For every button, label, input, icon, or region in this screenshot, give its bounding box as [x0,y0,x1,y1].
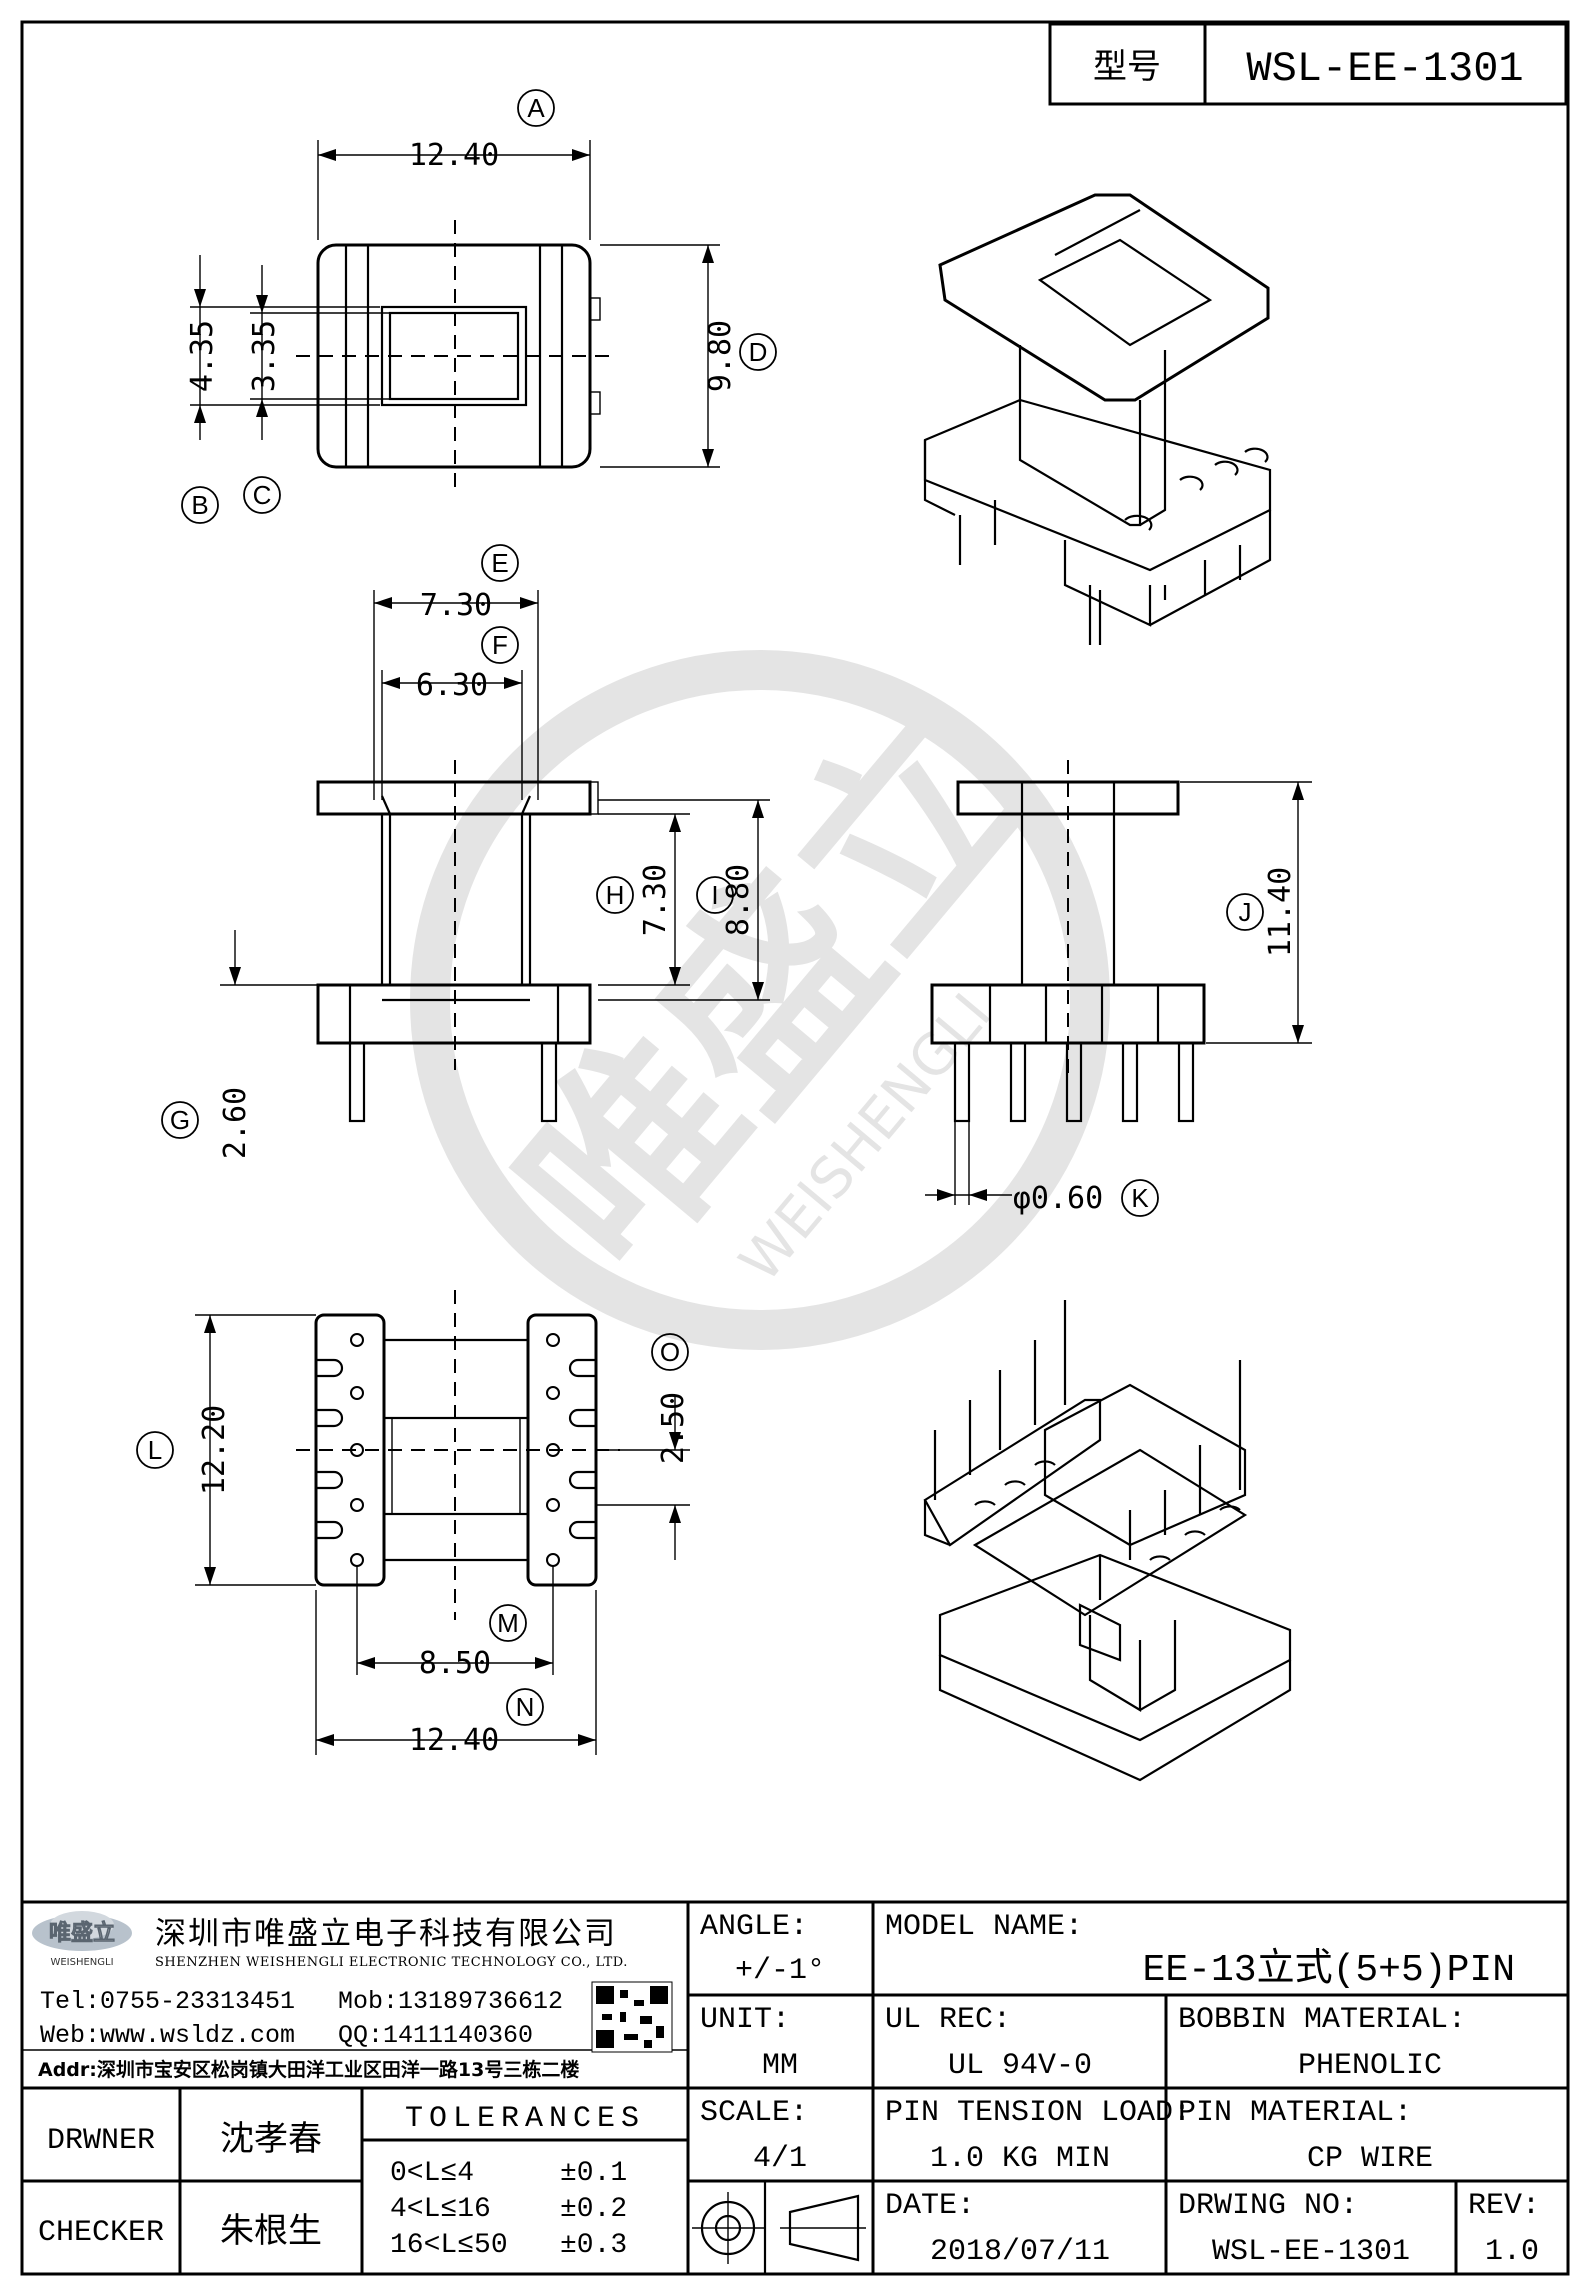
tol-value-1: ±0.1 [560,2158,627,2189]
scale-value: 4/1 [753,2142,807,2176]
company-web: Web:www.wsldz.com [40,2021,295,2050]
callout-B: B [191,490,208,520]
rev-label: REV: [1468,2189,1540,2223]
bottom-view [195,1290,690,1755]
front-view [220,590,770,1123]
unit-value: MM [762,2049,798,2083]
callout-D: D [749,337,768,367]
drawing-no-label: DRWING NO: [1178,2189,1358,2223]
bobbin-material-label: BOBBIN MATERIAL: [1178,2003,1466,2037]
projection-symbol-icon [692,2192,866,2264]
company-name-cn: 深圳市唯盛立电子科技有限公司 [155,1916,617,1952]
dim-I-value: 8.80 [721,864,756,936]
angle-label: ANGLE: [700,1910,808,1944]
callout-C: C [253,480,272,510]
callout-K: K [1131,1183,1149,1213]
dim-O-value: 2.50 [656,1392,691,1464]
company-tel: Tel:0755-23313451 [40,1987,295,2016]
tol-range-1: 0<L≤4 [390,2158,474,2189]
dim-J-value: 11.40 [1263,867,1298,957]
callout-A: A [527,93,545,123]
drawer-value: 沈孝春 [220,2119,322,2159]
rev-value: 1.0 [1485,2235,1539,2269]
dim-B-value: 4.35 [185,320,220,392]
tolerances-label: TOLERANCES [405,2102,645,2136]
dim-F-value: 6.30 [416,668,488,703]
isometric-view-bottom [923,1300,1292,1782]
callout-J: J [1239,897,1252,927]
pin-tension-label: PIN TENSION LOAD: [885,2096,1191,2130]
callout-M: M [497,1608,519,1638]
dim-M-value: 8.50 [419,1646,491,1681]
company-logo: 唯盛立 WEISHENGLI [32,1911,132,1968]
model-name-value: EE-13立式(5+5)PIN [1143,1947,1515,1992]
angle-value: +/-1° [735,1954,825,1988]
company-mob: Mob:13189736612 [338,1987,563,2016]
bobbin-material-value: PHENOLIC [1298,2049,1442,2083]
dim-D-value: 9.80 [703,320,738,392]
callout-F: F [492,630,508,660]
ul-value: UL 94V-0 [948,2049,1092,2083]
company-qq: QQ:1411140360 [338,2021,533,2050]
side-view [925,760,1312,1205]
callout-L: L [148,1435,162,1465]
dim-K-value: φ0.60 [1013,1181,1103,1216]
pin-material-value: CP WIRE [1307,2142,1433,2176]
scale-label: SCALE: [700,2096,808,2130]
ul-label: UL REC: [885,2003,1011,2037]
logo-sub: WEISHENGLI [50,1957,113,1968]
company-name-en: SHENZHEN WEISHENGLI ELECTRONIC TECHNOLOG… [155,1955,628,1970]
title-block-grid [22,1900,1568,2274]
dim-A-value: 12.40 [409,138,499,173]
top-model-box: 型号 WSL-EE-1301 [1048,22,1568,106]
drawing-no-value: WSL-EE-1301 [1212,2235,1410,2269]
tol-value-3: ±0.3 [560,2230,627,2261]
pin-material-label: PIN MATERIAL: [1178,2096,1412,2130]
date-value: 2018/07/11 [930,2235,1110,2269]
tol-range-3: 16<L≤50 [390,2230,508,2261]
callout-O: O [660,1337,680,1367]
dim-G-value: 2.60 [218,1087,253,1159]
qr-code-icon [591,1981,673,2053]
tol-value-2: ±0.2 [560,2194,627,2225]
logo-text: 唯盛立 [49,1920,115,1946]
sheet-border [20,20,1570,2276]
model-name-label: MODEL NAME: [885,1910,1083,1944]
dim-H-value: 7.30 [638,864,673,936]
callout-N: N [516,1692,535,1722]
company-addr: Addr:深圳市宝安区松岗镇大田洋工业区田洋一路13号三栋二楼 [38,2058,579,2081]
top-view [190,140,720,490]
dim-E-value: 7.30 [420,588,492,623]
callout-I: I [711,880,718,910]
callout-E: E [491,548,508,578]
drawer-label: DRWNER [47,2124,155,2158]
checker-value: 朱根生 [220,2211,322,2251]
pin-tension-value: 1.0 KG MIN [930,2142,1110,2176]
unit-label: UNIT: [700,2003,790,2037]
top-model-value: WSL-EE-1301 [1246,45,1523,93]
isometric-view-top [923,193,1272,645]
dim-C-value: 3.35 [247,320,282,392]
checker-label: CHECKER [38,2216,164,2250]
callout-G: G [170,1105,190,1135]
dim-N-value: 12.40 [409,1723,499,1758]
callout-H: H [606,880,625,910]
tol-range-2: 4<L≤16 [390,2194,491,2225]
top-model-label: 型号 [1093,47,1161,87]
dim-L-value: 12.20 [197,1405,232,1495]
date-label: DATE: [885,2189,975,2223]
